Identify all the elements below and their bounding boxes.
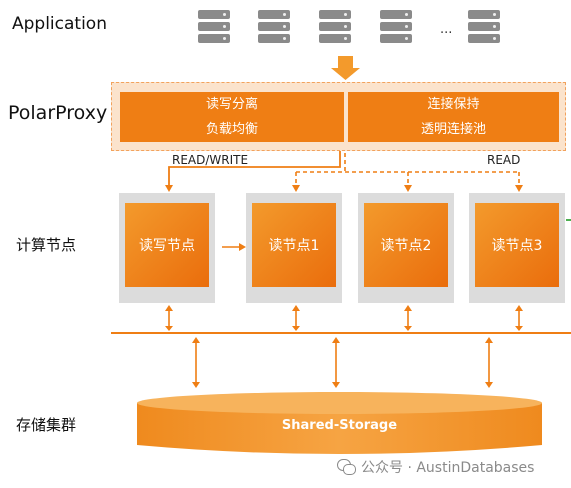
node-card-rw: 读写节点	[119, 193, 215, 303]
node-read3: 读节点3	[475, 203, 559, 287]
proxy-cell-right: 连接保持 透明连接池	[348, 92, 559, 142]
node-card-read3: 读节点3	[469, 193, 565, 303]
application-label: Application	[12, 14, 107, 34]
proxy-label: PolarProxy	[8, 102, 108, 124]
server-icon	[258, 10, 290, 44]
server-icon	[198, 10, 230, 44]
watermark: 公众号 · AustinDatabases	[337, 457, 534, 477]
proxy-left-line2: 负载均衡	[205, 122, 258, 137]
node-rw: 读写节点	[125, 203, 209, 287]
read-label: READ	[487, 153, 521, 167]
polarproxy-box: 读写分离 负载均衡 连接保持 透明连接池	[111, 82, 566, 151]
node-card-read2: 读节点2	[358, 193, 454, 303]
wechat-icon	[337, 459, 356, 475]
read-write-path	[168, 142, 341, 186]
storage-label: 存储集群	[16, 416, 77, 434]
storage-cylinder	[137, 403, 542, 454]
app-to-proxy-arrow	[331, 56, 360, 80]
compute-label: 计算节点	[16, 236, 77, 254]
shared-storage-label: Shared-Storage	[281, 418, 398, 433]
server-icon	[380, 10, 412, 44]
proxy-right-line2: 透明连接池	[420, 122, 486, 137]
proxy-cell-left: 读写分离 负载均衡	[120, 92, 344, 142]
proxy-left-line1: 读写分离	[205, 97, 258, 112]
proxy-right-line1: 连接保持	[427, 97, 480, 112]
server-icon	[319, 10, 351, 44]
node-card-read1: 读节点1	[246, 193, 342, 303]
read-write-label: READ/WRITE	[172, 153, 249, 167]
node-read2: 读节点2	[364, 203, 448, 287]
node-read1: 读节点1	[252, 203, 336, 287]
server-icon	[468, 10, 500, 44]
watermark-text: 公众号 · AustinDatabases	[361, 460, 535, 476]
ellipsis: ...	[440, 22, 453, 37]
